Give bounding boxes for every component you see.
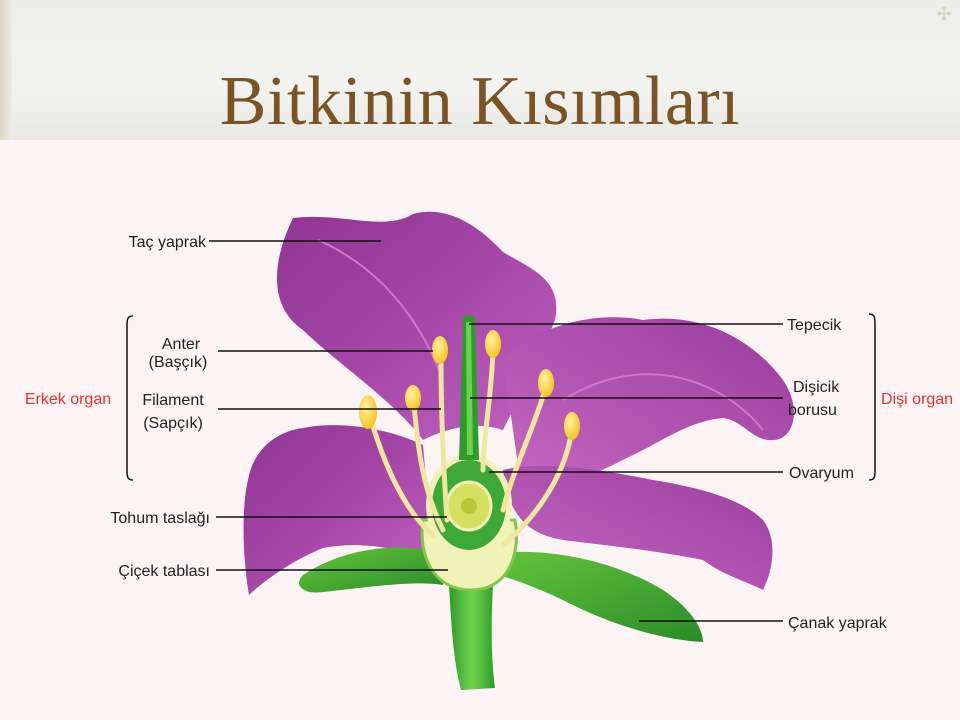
label-anter-alt: (Başçık) [149,354,208,371]
filament [500,387,548,513]
filament [480,349,496,473]
diagram-panel: Taç yaprak Anter (Başçık) Filament (Sapç… [3,141,960,720]
anther [485,330,501,358]
anther [564,412,580,440]
bracket-erkek [126,315,134,481]
label-tac-yaprak: Taç yaprak [129,234,207,251]
labels: Taç yaprak Anter (Başçık) Filament (Sapç… [25,234,953,632]
label-cicek-tablasi: Çiçek tablası [118,563,210,580]
ovule-core [461,498,477,514]
anther [538,369,554,397]
filament [500,432,574,548]
petal-right [503,317,794,500]
petal-right-lower [503,465,773,590]
leader-lines [126,240,876,622]
filaments [368,349,574,548]
filament [438,357,450,523]
label-filament: Filament [142,392,204,409]
label-filament-alt: (Sapçık) [143,415,203,432]
petals [243,211,794,595]
sepal-right [483,551,703,642]
stem [449,585,495,690]
title-bar: ✣ Bitkinin Kısımları [0,0,960,140]
label-anter: Anter [162,336,201,353]
anther [359,395,377,429]
anther [405,385,421,411]
petal-vein [317,239,444,381]
petal-vein [562,373,764,431]
label-disicik: Dişicik [793,379,840,396]
title-bar-edge [0,0,12,140]
label-tepecik: Tepecik [787,317,842,334]
anther [432,336,448,364]
label-disi-organ: Dişi organ [881,391,953,408]
filament [368,417,436,538]
label-erkek-organ: Erkek organ [25,391,111,408]
flower-diagram: Taç yaprak Anter (Başçık) Filament (Sapç… [25,211,953,690]
anthers [359,330,580,440]
label-borusu: borusu [788,402,837,419]
corner-flourish-icon: ✣ [936,4,952,24]
style-highlight [466,322,473,455]
bracket-disi [868,313,876,481]
page-title: Bitkinin Kısımları [219,63,741,140]
label-tohum-taslagi: Tohum taslağı [110,510,210,527]
label-ovaryum: Ovaryum [789,465,854,482]
label-canak-yaprak: Çanak yaprak [788,615,888,632]
